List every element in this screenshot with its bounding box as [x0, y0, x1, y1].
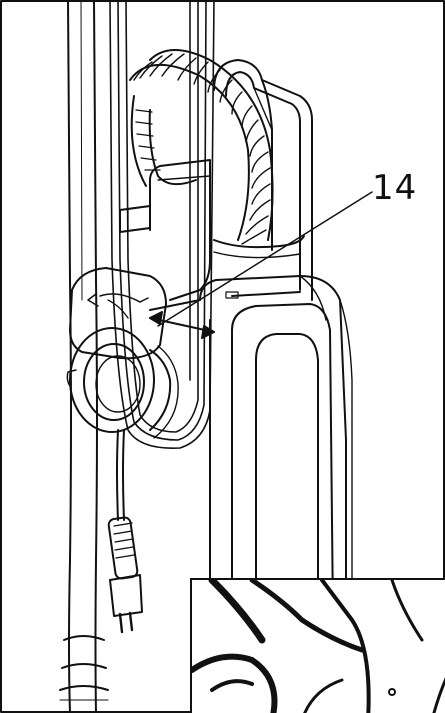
cord-strands: [109, 0, 215, 449]
inset-detail-art: [192, 580, 445, 713]
cord-hook-plate: [69, 267, 167, 360]
cord-ring: [66, 327, 179, 439]
upper-handle: [213, 59, 313, 301]
wand-tube: [59, 0, 109, 713]
power-plug: [107, 429, 143, 634]
canister-body: [119, 159, 305, 301]
callout-leader: [149, 191, 373, 339]
callout-number-label: 14: [372, 168, 418, 208]
detail-inset: [190, 578, 445, 713]
upright-body: [149, 275, 353, 713]
